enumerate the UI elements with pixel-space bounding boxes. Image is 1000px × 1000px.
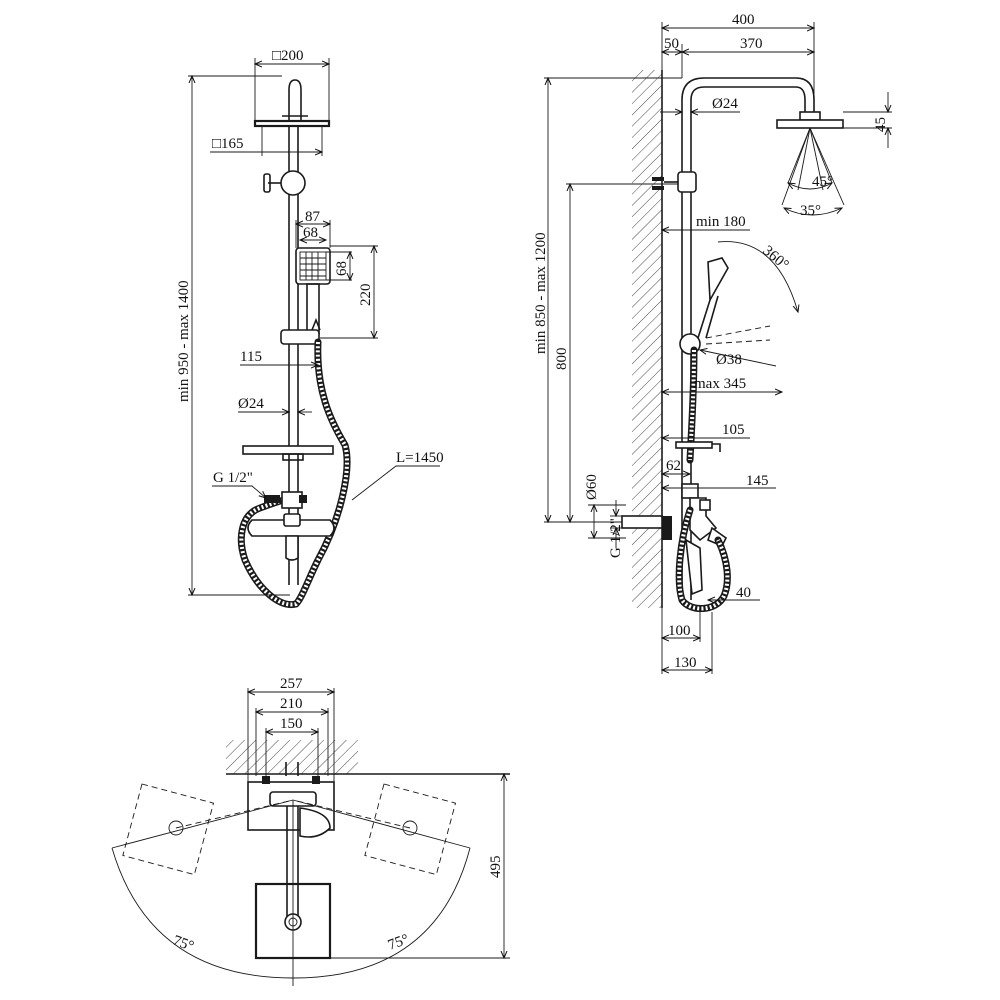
top-view-dims: 257 210 150 495 75° 75° (171, 676, 510, 958)
rotated-head-left (122, 783, 294, 876)
dim-bar-height: 800 (554, 348, 570, 371)
dim-hand-square-v: 68 (334, 261, 350, 276)
dim-hand-square: 68 (303, 225, 318, 241)
dim-width-257: 257 (280, 676, 303, 692)
top-wall-hatch (226, 740, 358, 774)
dim-side-thread: G 1/2" (608, 518, 624, 558)
dim-outlet-dia: Ø60 (584, 474, 600, 500)
dim-bottom-100: 100 (668, 623, 691, 639)
dim-shelf-depth: 105 (722, 422, 745, 438)
dim-arm-length: 370 (740, 36, 763, 52)
dim-head-height: 45 (873, 117, 889, 132)
dim-mixer-depth: 145 (746, 473, 769, 489)
dim-front-pipe: Ø24 (238, 396, 264, 412)
top-view: 257 210 150 495 75° 75° (111, 676, 510, 986)
dim-slider-offset: 115 (240, 349, 262, 365)
dim-hand-width: 87 (305, 209, 321, 225)
dim-bottom-130: 130 (674, 655, 697, 671)
side-view: 400 50 370 Ø24 45 45° 35° min 180 360° (533, 12, 892, 674)
angle-35: 35° (800, 203, 821, 219)
front-view: □200 □165 min 950 - max 1400 87 68 68 (176, 48, 444, 609)
dim-side-height: min 850 - max 1200 (533, 232, 549, 354)
dim-hose-length: L=1450 (396, 450, 444, 466)
dim-wall-gap: 50 (664, 36, 679, 52)
dim-width-150: 150 (280, 716, 303, 732)
dim-side-pipe: Ø24 (712, 96, 738, 112)
dim-total-reach: 400 (732, 12, 755, 28)
dim-slider-max: max 345 (694, 376, 746, 392)
hand-shower-grid (299, 251, 327, 281)
dim-width-210: 210 (280, 696, 303, 712)
spray-angle-lines (781, 127, 845, 216)
rotated-head-right (292, 783, 457, 876)
dim-holder-dia: Ø38 (716, 352, 742, 368)
side-view-dims: 400 50 370 Ø24 45 45° 35° min 180 360° (533, 12, 892, 674)
angle-left-75: 75° (171, 933, 196, 955)
dim-bottom-40: 40 (736, 585, 751, 601)
dim-square-top: □200 (272, 48, 304, 64)
dim-shelf-gap: 62 (666, 458, 681, 474)
angle-360: 360° (759, 243, 791, 274)
dim-slider-min: min 180 (696, 214, 746, 230)
angle-right-75: 75° (386, 932, 411, 954)
angle-45: 45° (812, 174, 833, 190)
dim-depth-495: 495 (488, 856, 504, 879)
front-view-dims: □200 □165 min 950 - max 1400 87 68 68 (176, 48, 444, 595)
dim-front-height: min 950 - max 1400 (176, 280, 192, 402)
dim-front-thread: G 1/2" (213, 470, 253, 486)
dim-hand-height: 220 (358, 284, 374, 307)
dim-square-bottom: □165 (212, 136, 244, 152)
